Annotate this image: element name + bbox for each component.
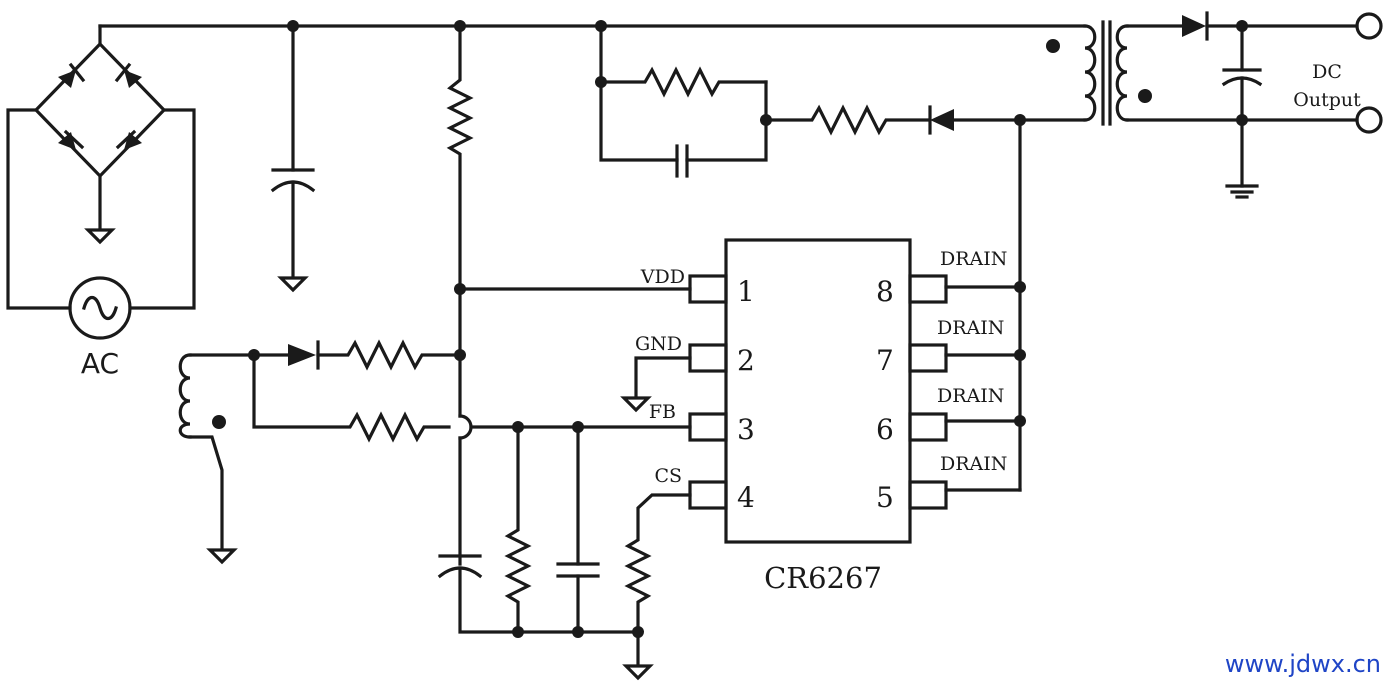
fb-lower-resistor bbox=[504, 425, 532, 634]
gnd-wire bbox=[634, 356, 692, 398]
output-diode bbox=[1182, 11, 1209, 41]
ground-icon-gnd-pin bbox=[620, 396, 652, 413]
aux-resistor bbox=[316, 339, 462, 371]
pin-1-pad bbox=[688, 274, 728, 304]
rcd-snubber bbox=[595, 20, 1022, 178]
pin-name-gnd: GND bbox=[635, 333, 682, 355]
bridge-diode-1 bbox=[58, 62, 86, 88]
primary-winding bbox=[1083, 24, 1097, 122]
watermark-url: www.jdwx.cn bbox=[1225, 650, 1381, 678]
output-terminal-negative bbox=[1355, 106, 1383, 134]
fb-divider-resistor bbox=[252, 353, 451, 443]
pin-2-pad bbox=[688, 343, 728, 373]
aux-winding bbox=[178, 353, 256, 565]
pin-number-1: 1 bbox=[737, 275, 755, 308]
pin-number-5: 5 bbox=[876, 481, 894, 514]
chip-name-label: CR6267 bbox=[764, 561, 882, 595]
cs-resistor bbox=[624, 493, 692, 666]
bridge-diode-2 bbox=[114, 62, 142, 88]
pin-number-2: 2 bbox=[737, 344, 755, 377]
bridge-rectifier bbox=[6, 24, 196, 310]
ground-icon-output bbox=[1225, 184, 1259, 199]
snubber-resistor bbox=[599, 66, 768, 98]
pin-6-pad bbox=[908, 412, 948, 442]
ground-icon-bridge bbox=[84, 228, 116, 245]
pin-3-pad bbox=[688, 412, 728, 442]
pin-7-pad bbox=[908, 343, 948, 373]
ground-icon-bulk-cap bbox=[277, 276, 309, 293]
fb-capacitor bbox=[556, 425, 600, 634]
pin-number-7: 7 bbox=[876, 344, 894, 377]
output-capacitor bbox=[1221, 24, 1263, 188]
pin-number-6: 6 bbox=[876, 413, 894, 446]
vdd-capacitor bbox=[437, 554, 640, 634]
ic-cr6267: 1 2 3 4 8 7 6 5 VDD GND FB CS DRAIN DRAI… bbox=[635, 238, 1007, 595]
ac-source: AC bbox=[68, 276, 132, 380]
ground-icon-aux bbox=[206, 548, 238, 565]
secondary-winding bbox=[1115, 24, 1129, 122]
bridge-diode-4 bbox=[115, 129, 142, 150]
pin-name-drain-5: DRAIN bbox=[940, 453, 1007, 475]
ground-icon-cs bbox=[622, 664, 654, 681]
pin-name-vdd: VDD bbox=[640, 266, 685, 288]
ac-label: AC bbox=[81, 347, 119, 380]
pin-number-8: 8 bbox=[876, 275, 894, 308]
output-stage: DC Output bbox=[1125, 11, 1383, 199]
pin-number-4: 4 bbox=[737, 481, 755, 514]
pin-4-pad bbox=[688, 480, 728, 510]
pin-8-pad bbox=[908, 274, 948, 304]
pin-name-fb: FB bbox=[649, 401, 676, 423]
dc-output-label-line2: Output bbox=[1293, 89, 1361, 111]
pin-number-3: 3 bbox=[737, 413, 755, 446]
pin-name-drain-8: DRAIN bbox=[940, 248, 1007, 270]
series-resistor bbox=[764, 104, 930, 136]
pin-5-pad bbox=[908, 480, 948, 510]
snubber-diode bbox=[928, 105, 954, 135]
startup-resistor bbox=[446, 20, 474, 290]
ac-source-symbol bbox=[68, 276, 132, 340]
bridge-diode-3 bbox=[58, 129, 85, 150]
pin-name-drain-6: DRAIN bbox=[937, 385, 1004, 407]
bulk-capacitor bbox=[270, 20, 316, 293]
output-terminal-positive bbox=[1355, 12, 1383, 40]
pin-name-drain-7: DRAIN bbox=[937, 317, 1004, 339]
pin-name-cs: CS bbox=[654, 465, 682, 487]
dc-output-label-line1: DC bbox=[1312, 61, 1342, 83]
drain-bus bbox=[944, 114, 1026, 492]
transformer bbox=[1018, 20, 1152, 126]
aux-diode bbox=[288, 340, 320, 370]
